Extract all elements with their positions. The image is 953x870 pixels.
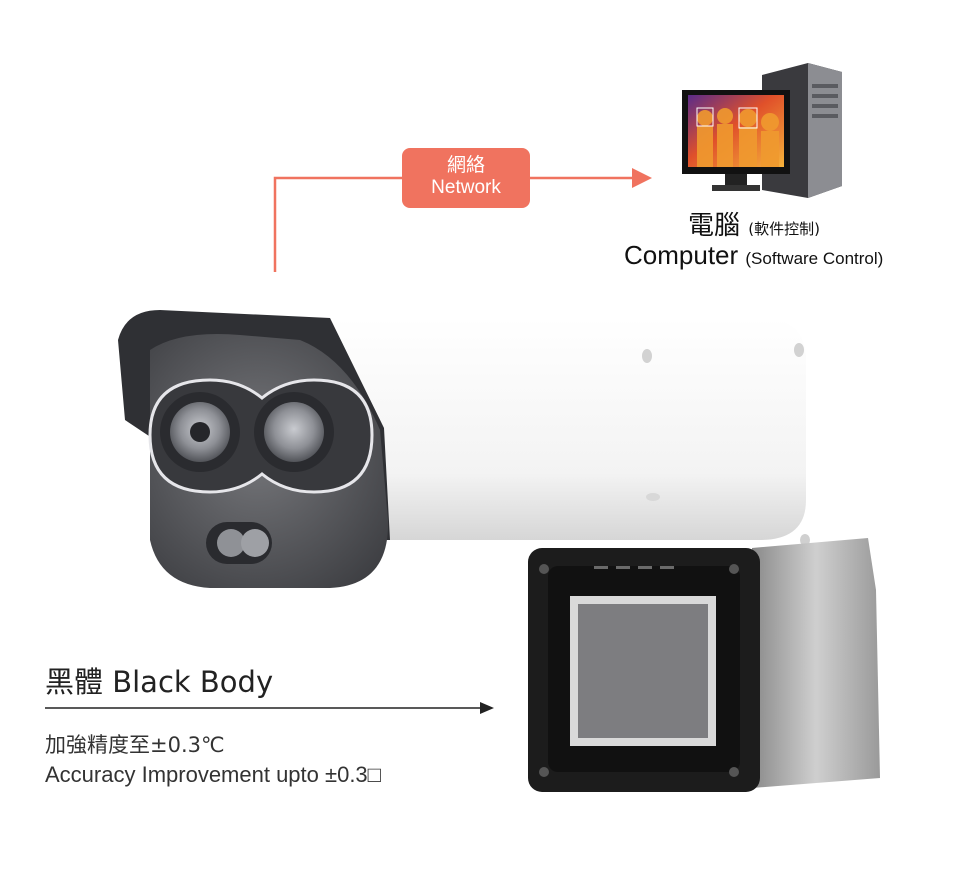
black-body-device [528, 538, 880, 792]
thermal-camera [118, 310, 810, 588]
black-body-title: 黑體 Black Body [45, 665, 274, 699]
network-label-zh: 網絡 [446, 154, 485, 176]
computer-label-zh: 電腦 (軟件控制) [688, 205, 820, 242]
black-body-desc-en: Accuracy Improvement upto ±0.3□ [45, 762, 381, 787]
computer-label-en: Computer (Software Control) [624, 240, 883, 271]
black-body-arrow [45, 702, 494, 714]
computer-title-en: Computer [624, 240, 739, 270]
computer-note-zh: (軟件控制) [748, 220, 820, 238]
computer-icon [682, 63, 842, 198]
network-badge: 網絡 Network [402, 148, 530, 208]
network-label-en: Network [431, 177, 501, 198]
computer-title-zh: 電腦 [688, 211, 741, 241]
computer-note-en: (Software Control) [745, 249, 884, 268]
network-arrow [273, 168, 652, 272]
black-body-desc-zh: 加強精度至±0.3℃ [45, 733, 225, 757]
